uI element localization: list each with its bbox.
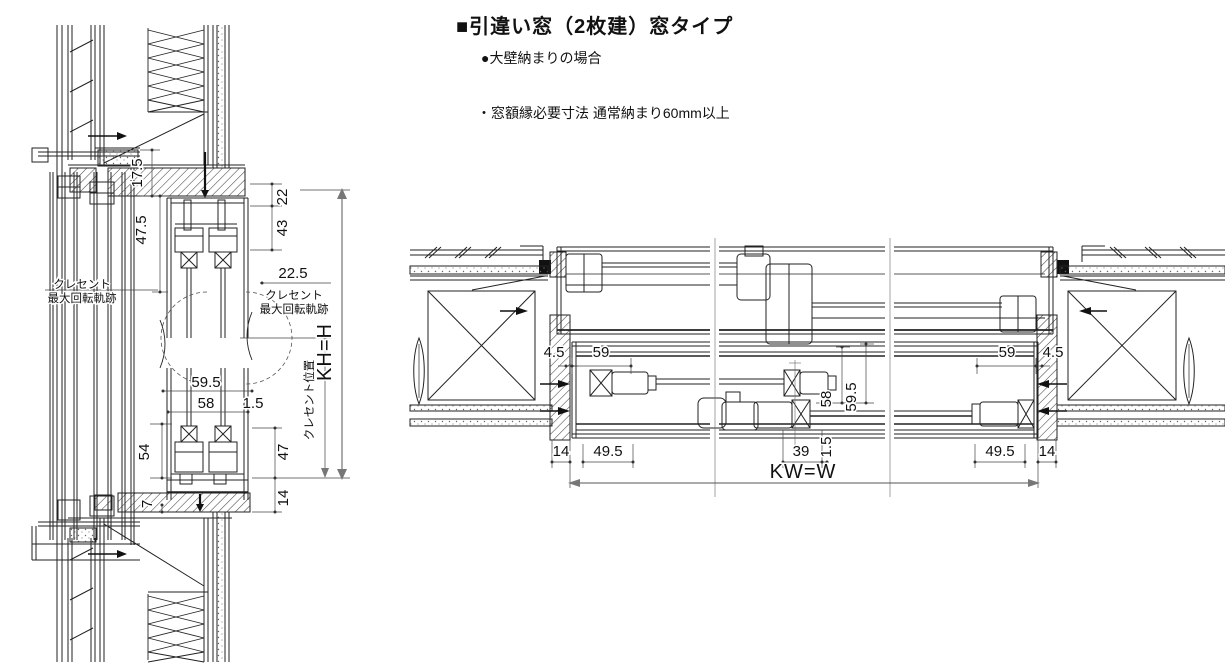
- crescent-track-label-right-2: 最大回転軌跡: [260, 302, 329, 316]
- crescent-track-label-right-1: クレセント: [265, 289, 323, 302]
- existing-window-section: [31, 147, 140, 561]
- wall-right: [1036, 245, 1225, 441]
- dim-54: 54: [136, 444, 153, 461]
- dimension-labels-horizontal-section: 4.5 59 59 4.5 58 59.5 14 49.5 39 1.5 49.…: [542, 343, 1065, 485]
- wall-structure: [56, 25, 245, 662]
- crescent-track-label-left-2: 最大回転軌跡: [48, 291, 117, 305]
- dim-4-5-right: 4.5: [1043, 344, 1064, 361]
- dim-49-5-bottom-left: 49.5: [593, 443, 622, 460]
- dim-59-5: 59.5: [191, 374, 220, 391]
- dim-1-5: 1.5: [243, 395, 264, 412]
- dim-47-5: 47.5: [133, 215, 150, 244]
- dim-59-left: 59: [593, 344, 610, 361]
- insulation-batt: [147, 28, 205, 663]
- dim-22: 22: [274, 189, 291, 206]
- horizontal-section-diagram: 4.5 59 59 4.5 58 59.5 14 49.5 39 1.5 49.…: [409, 238, 1225, 497]
- dim-58-mid: 58: [818, 391, 835, 408]
- section-break-gap: [158, 338, 254, 368]
- dim-59-5-mid: 59.5: [843, 382, 860, 411]
- fastener-anchors: [88, 132, 209, 558]
- dim-59-right: 59: [999, 344, 1016, 361]
- dimension-lines-horizontal-section: [550, 342, 1058, 488]
- dim-1-5-bottom: 1.5: [818, 437, 835, 458]
- existing-window-plan: [556, 245, 1054, 345]
- fastener-anchors-plan: [500, 307, 1107, 415]
- dim-4-5-left: 4.5: [544, 344, 565, 361]
- dim-43: 43: [274, 220, 291, 237]
- dim-58: 58: [198, 395, 215, 412]
- dimension-note: ・窓額縁必要寸法 通常納まり60mm以上: [477, 105, 730, 121]
- break-marks: [159, 311, 253, 369]
- crescent-position-label: クレセント位置: [302, 360, 316, 441]
- dim-14-bottom-left: 14: [553, 443, 570, 460]
- vertical-section-diagram: 17.5 47.5 22 43 22.5 クレセント 最大回転軌跡 クレセント …: [31, 25, 350, 663]
- dim-14: 14: [275, 490, 292, 507]
- dim-22-5: 22.5: [278, 265, 307, 282]
- dimension-lines-left: [45, 148, 172, 514]
- crescent-track-label-left-1: クレセント: [53, 278, 111, 291]
- section-break-gap: [885, 242, 894, 442]
- inner-window-plan: [571, 342, 1039, 438]
- dim-39-bottom: 39: [793, 443, 810, 460]
- dim-14-bottom-right: 14: [1039, 443, 1056, 460]
- dim-kh-h: KH=H: [314, 323, 336, 381]
- section-subtitle: ●大壁納まりの場合: [481, 50, 602, 66]
- page-title: ■引違い窓（2枚建）窓タイプ: [456, 16, 734, 38]
- dim-7: 7: [139, 500, 156, 508]
- dim-47: 47: [275, 444, 292, 461]
- dimension-labels-vertical-section: 17.5 47.5 22 43 22.5 クレセント 最大回転軌跡 クレセント …: [46, 157, 338, 510]
- window-band-lines: [557, 246, 1053, 439]
- section-break-gap: [710, 242, 719, 442]
- dim-kw-w: KW=W: [770, 461, 837, 483]
- wall-left: [409, 245, 571, 441]
- dim-49-5-bottom-right: 49.5: [985, 443, 1014, 460]
- dimension-lines-right: [161, 182, 350, 514]
- dim-17-5: 17.5: [129, 158, 146, 187]
- centerlines: [714, 238, 891, 497]
